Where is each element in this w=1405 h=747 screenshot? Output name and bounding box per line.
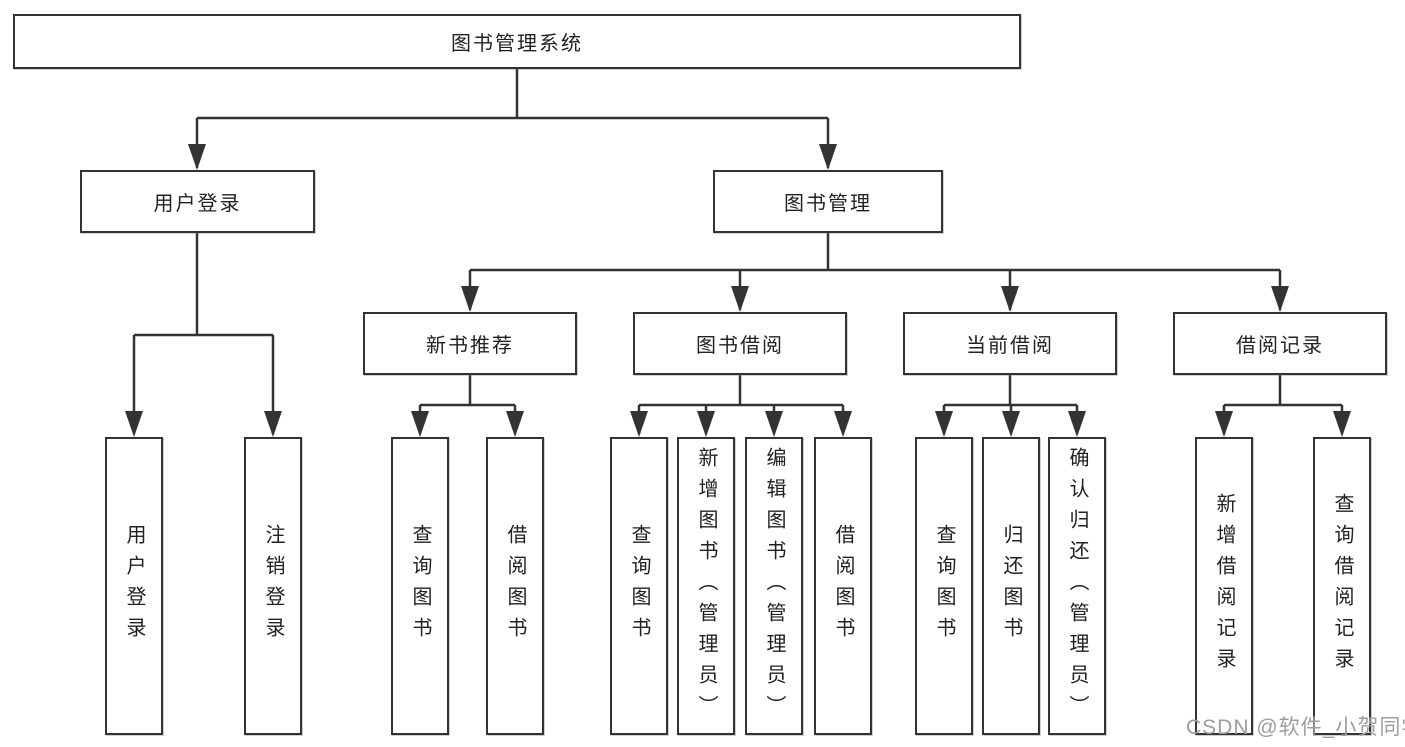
leaf-user-login: 用户登录: [105, 437, 163, 735]
node-label: 借阅图书: [504, 524, 526, 648]
node-label: 查询图书: [409, 524, 431, 648]
node-label: 图书借阅: [696, 335, 784, 357]
leaf-add-books-admin: 新增图书（管理员）: [677, 437, 735, 735]
watermark: CSDN @软件_小贺同学: [1186, 716, 1405, 739]
node-label: 用户登录: [123, 524, 145, 648]
node-label: 查询图书: [628, 524, 650, 648]
node-label: 确认归还（管理员）: [1066, 446, 1088, 726]
leaf-borrow-books: 借阅图书: [814, 437, 872, 735]
node-label: 归还图书: [1000, 524, 1022, 648]
node-new-book-recommendation: 新书推荐: [363, 312, 577, 375]
node-label: 新书推荐: [426, 335, 514, 357]
leaf-query-books-current: 查询图书: [915, 437, 973, 735]
leaf-query-books-recommend: 查询图书: [391, 437, 449, 735]
leaf-add-borrow-record: 新增借阅记录: [1195, 437, 1253, 735]
node-label: 借阅图书: [832, 524, 854, 648]
node-label: 查询借阅记录: [1331, 493, 1353, 679]
node-label: 借阅记录: [1236, 335, 1324, 357]
leaf-query-books-borrow: 查询图书: [610, 437, 668, 735]
leaf-edit-books-admin: 编辑图书（管理员）: [745, 437, 803, 735]
node-label: 新增图书（管理员）: [695, 446, 717, 726]
node-label: 当前借阅: [966, 335, 1054, 357]
node-borrowing-records: 借阅记录: [1173, 312, 1387, 375]
leaf-confirm-return-admin: 确认归还（管理员）: [1048, 437, 1106, 735]
leaf-borrow-books-recommend: 借阅图书: [486, 437, 544, 735]
node-library-management-system: 图书管理系统: [13, 14, 1021, 69]
node-book-management: 图书管理: [713, 170, 943, 233]
leaf-query-borrow-record: 查询借阅记录: [1313, 437, 1371, 735]
leaf-logout: 注销登录: [244, 437, 302, 735]
node-current-borrowing: 当前借阅: [903, 312, 1117, 375]
node-label: 查询图书: [933, 524, 955, 648]
node-label: 图书管理: [784, 193, 872, 215]
node-label: 用户登录: [153, 193, 242, 215]
node-user-login: 用户登录: [80, 170, 315, 233]
node-label: 注销登录: [262, 524, 284, 648]
leaf-return-books: 归还图书: [982, 437, 1040, 735]
node-book-borrowing: 图书借阅: [633, 312, 847, 375]
node-label: 编辑图书（管理员）: [763, 446, 785, 726]
node-label: 图书管理系统: [451, 33, 583, 55]
node-label: 新增借阅记录: [1213, 493, 1235, 679]
